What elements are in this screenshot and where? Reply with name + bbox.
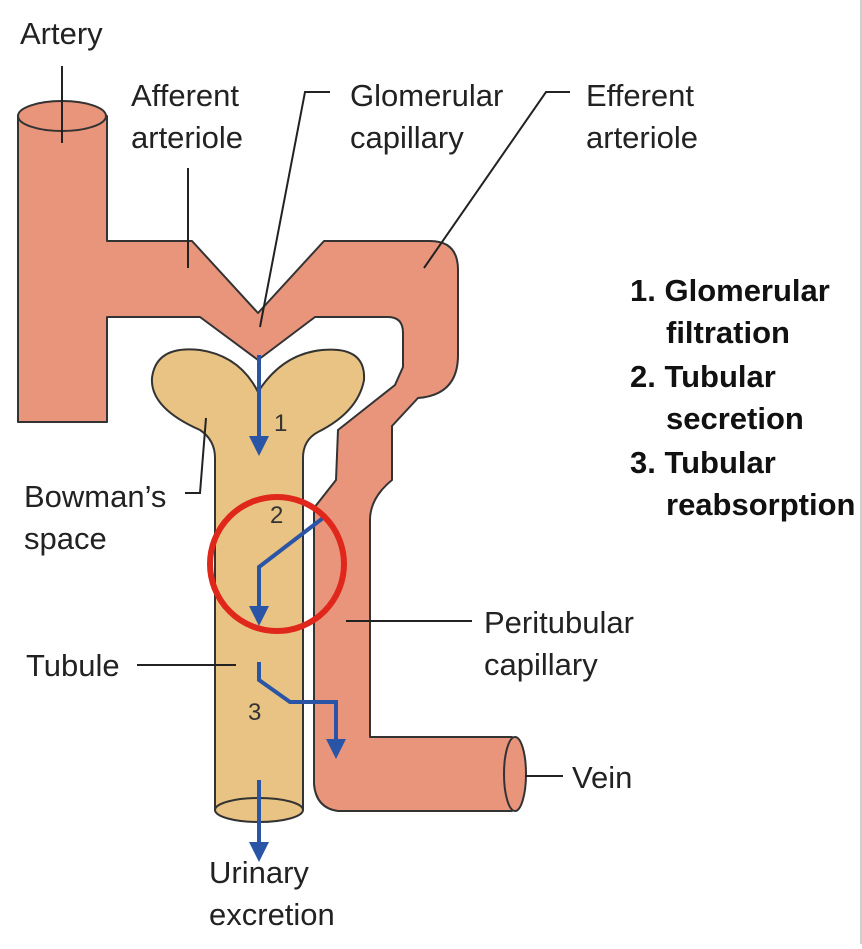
label-bowmans-line2: space [24, 521, 107, 556]
reabsorption-arrow [257, 662, 346, 759]
label-afferent-line2: arteriole [131, 120, 243, 155]
process-number-1: 1 [274, 410, 287, 437]
step-list: 1. Glomerular filtration 2. Tubular secr… [630, 273, 855, 522]
label-urinary-line1: Urinary [209, 855, 309, 890]
page-edge [860, 0, 862, 944]
step-1-line1: 1. Glomerular [630, 273, 830, 308]
bowmans-leader [185, 417, 207, 494]
label-tubule: Tubule [26, 648, 120, 683]
label-artery: Artery [20, 16, 103, 51]
label-glomerular-line1: Glomerular [350, 78, 503, 113]
label-bowmans-line1: Bowman’s [24, 479, 166, 514]
secretion-arrow [249, 516, 325, 626]
process-number-3: 3 [248, 699, 261, 726]
step-3-line2: reabsorption [666, 487, 855, 522]
highlight-circle [207, 494, 347, 634]
step-2-line2: secretion [666, 401, 804, 436]
label-glomerular-line2: capillary [350, 120, 464, 155]
efferent-leader [423, 91, 570, 269]
step-3-line1: 3. Tubular [630, 445, 776, 480]
blood-vessel [17, 115, 513, 812]
process-number-2: 2 [270, 502, 283, 529]
step-2-line1: 2. Tubular [630, 359, 776, 394]
step-1-line2: filtration [666, 315, 790, 350]
label-peritubular-line1: Peritubular [484, 605, 634, 640]
label-efferent-line2: arteriole [586, 120, 698, 155]
glomerular-leader [259, 91, 330, 328]
label-vein: Vein [572, 760, 632, 795]
label-urinary-line2: excretion [209, 897, 335, 932]
vein-opening [503, 736, 527, 812]
label-peritubular-line2: capillary [484, 647, 598, 682]
label-afferent-line1: Afferent [131, 78, 239, 113]
label-efferent-line1: Efferent [586, 78, 694, 113]
